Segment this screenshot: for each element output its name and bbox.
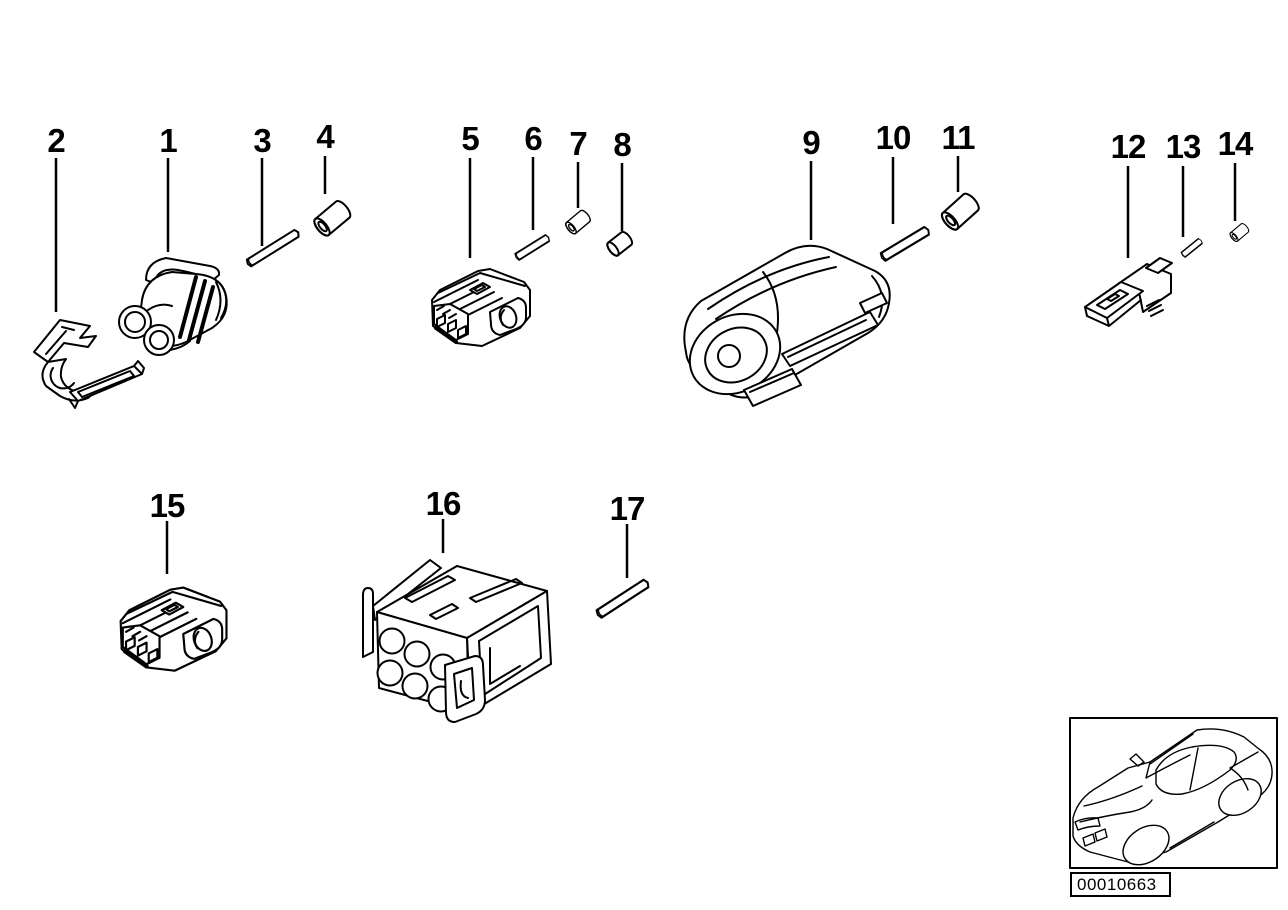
part-8-plug-drawing bbox=[606, 230, 634, 257]
part-5-housing-drawing bbox=[430, 267, 532, 348]
part-12-housing-drawing bbox=[1084, 257, 1173, 327]
part-label-3[interactable]: 3 bbox=[253, 122, 271, 159]
part-13-pin-drawing bbox=[1180, 237, 1204, 259]
part-label-11[interactable]: 11 bbox=[941, 119, 976, 156]
diagram-code: 00010663 bbox=[1077, 874, 1157, 894]
diagram-code-box: 00010663 bbox=[1070, 872, 1171, 897]
part-3-pin-drawing bbox=[244, 227, 302, 269]
part-6-pin-drawing bbox=[513, 233, 552, 262]
car-thumbnail-frame bbox=[1069, 717, 1278, 869]
part-1-housing-drawing bbox=[118, 257, 228, 356]
part-9-housing-drawing bbox=[683, 244, 891, 407]
car-outline-icon bbox=[1072, 728, 1273, 866]
part-14-sleeve-drawing bbox=[1228, 221, 1251, 244]
part-label-16[interactable]: 16 bbox=[425, 485, 462, 522]
part-2-bracket-drawing bbox=[33, 319, 145, 409]
side-mirror-icon bbox=[1129, 753, 1145, 767]
part-label-12[interactable]: 12 bbox=[1110, 128, 1147, 165]
part-label-4[interactable]: 4 bbox=[316, 118, 334, 155]
part-label-6[interactable]: 6 bbox=[524, 120, 542, 157]
part-11-sleeve-drawing bbox=[938, 190, 983, 234]
part-label-8[interactable]: 8 bbox=[613, 126, 631, 163]
part-7-sleeve-drawing bbox=[563, 207, 593, 237]
leader-lines bbox=[54, 156, 1237, 578]
part-15-housing-drawing bbox=[121, 588, 227, 671]
part-label-7[interactable]: 7 bbox=[569, 125, 587, 162]
car-thumbnail bbox=[1069, 717, 1278, 869]
part-label-13[interactable]: 13 bbox=[1165, 128, 1202, 165]
part-10-pin-drawing bbox=[878, 224, 932, 263]
part-label-14[interactable]: 14 bbox=[1217, 125, 1254, 162]
part-label-17[interactable]: 17 bbox=[609, 490, 646, 527]
part-label-5[interactable]: 5 bbox=[461, 120, 479, 157]
part-label-1[interactable]: 1 bbox=[159, 122, 177, 159]
part-16-housing-drawing bbox=[362, 559, 552, 723]
part-label-15[interactable]: 15 bbox=[149, 487, 186, 524]
part-label-9[interactable]: 9 bbox=[802, 124, 820, 161]
part-17-pin-drawing bbox=[594, 577, 652, 620]
part-label-10[interactable]: 10 bbox=[875, 119, 912, 156]
part-4-sleeve-drawing bbox=[310, 197, 355, 240]
kidney-grille-icon bbox=[1082, 828, 1108, 847]
part-label-2[interactable]: 2 bbox=[47, 122, 65, 159]
